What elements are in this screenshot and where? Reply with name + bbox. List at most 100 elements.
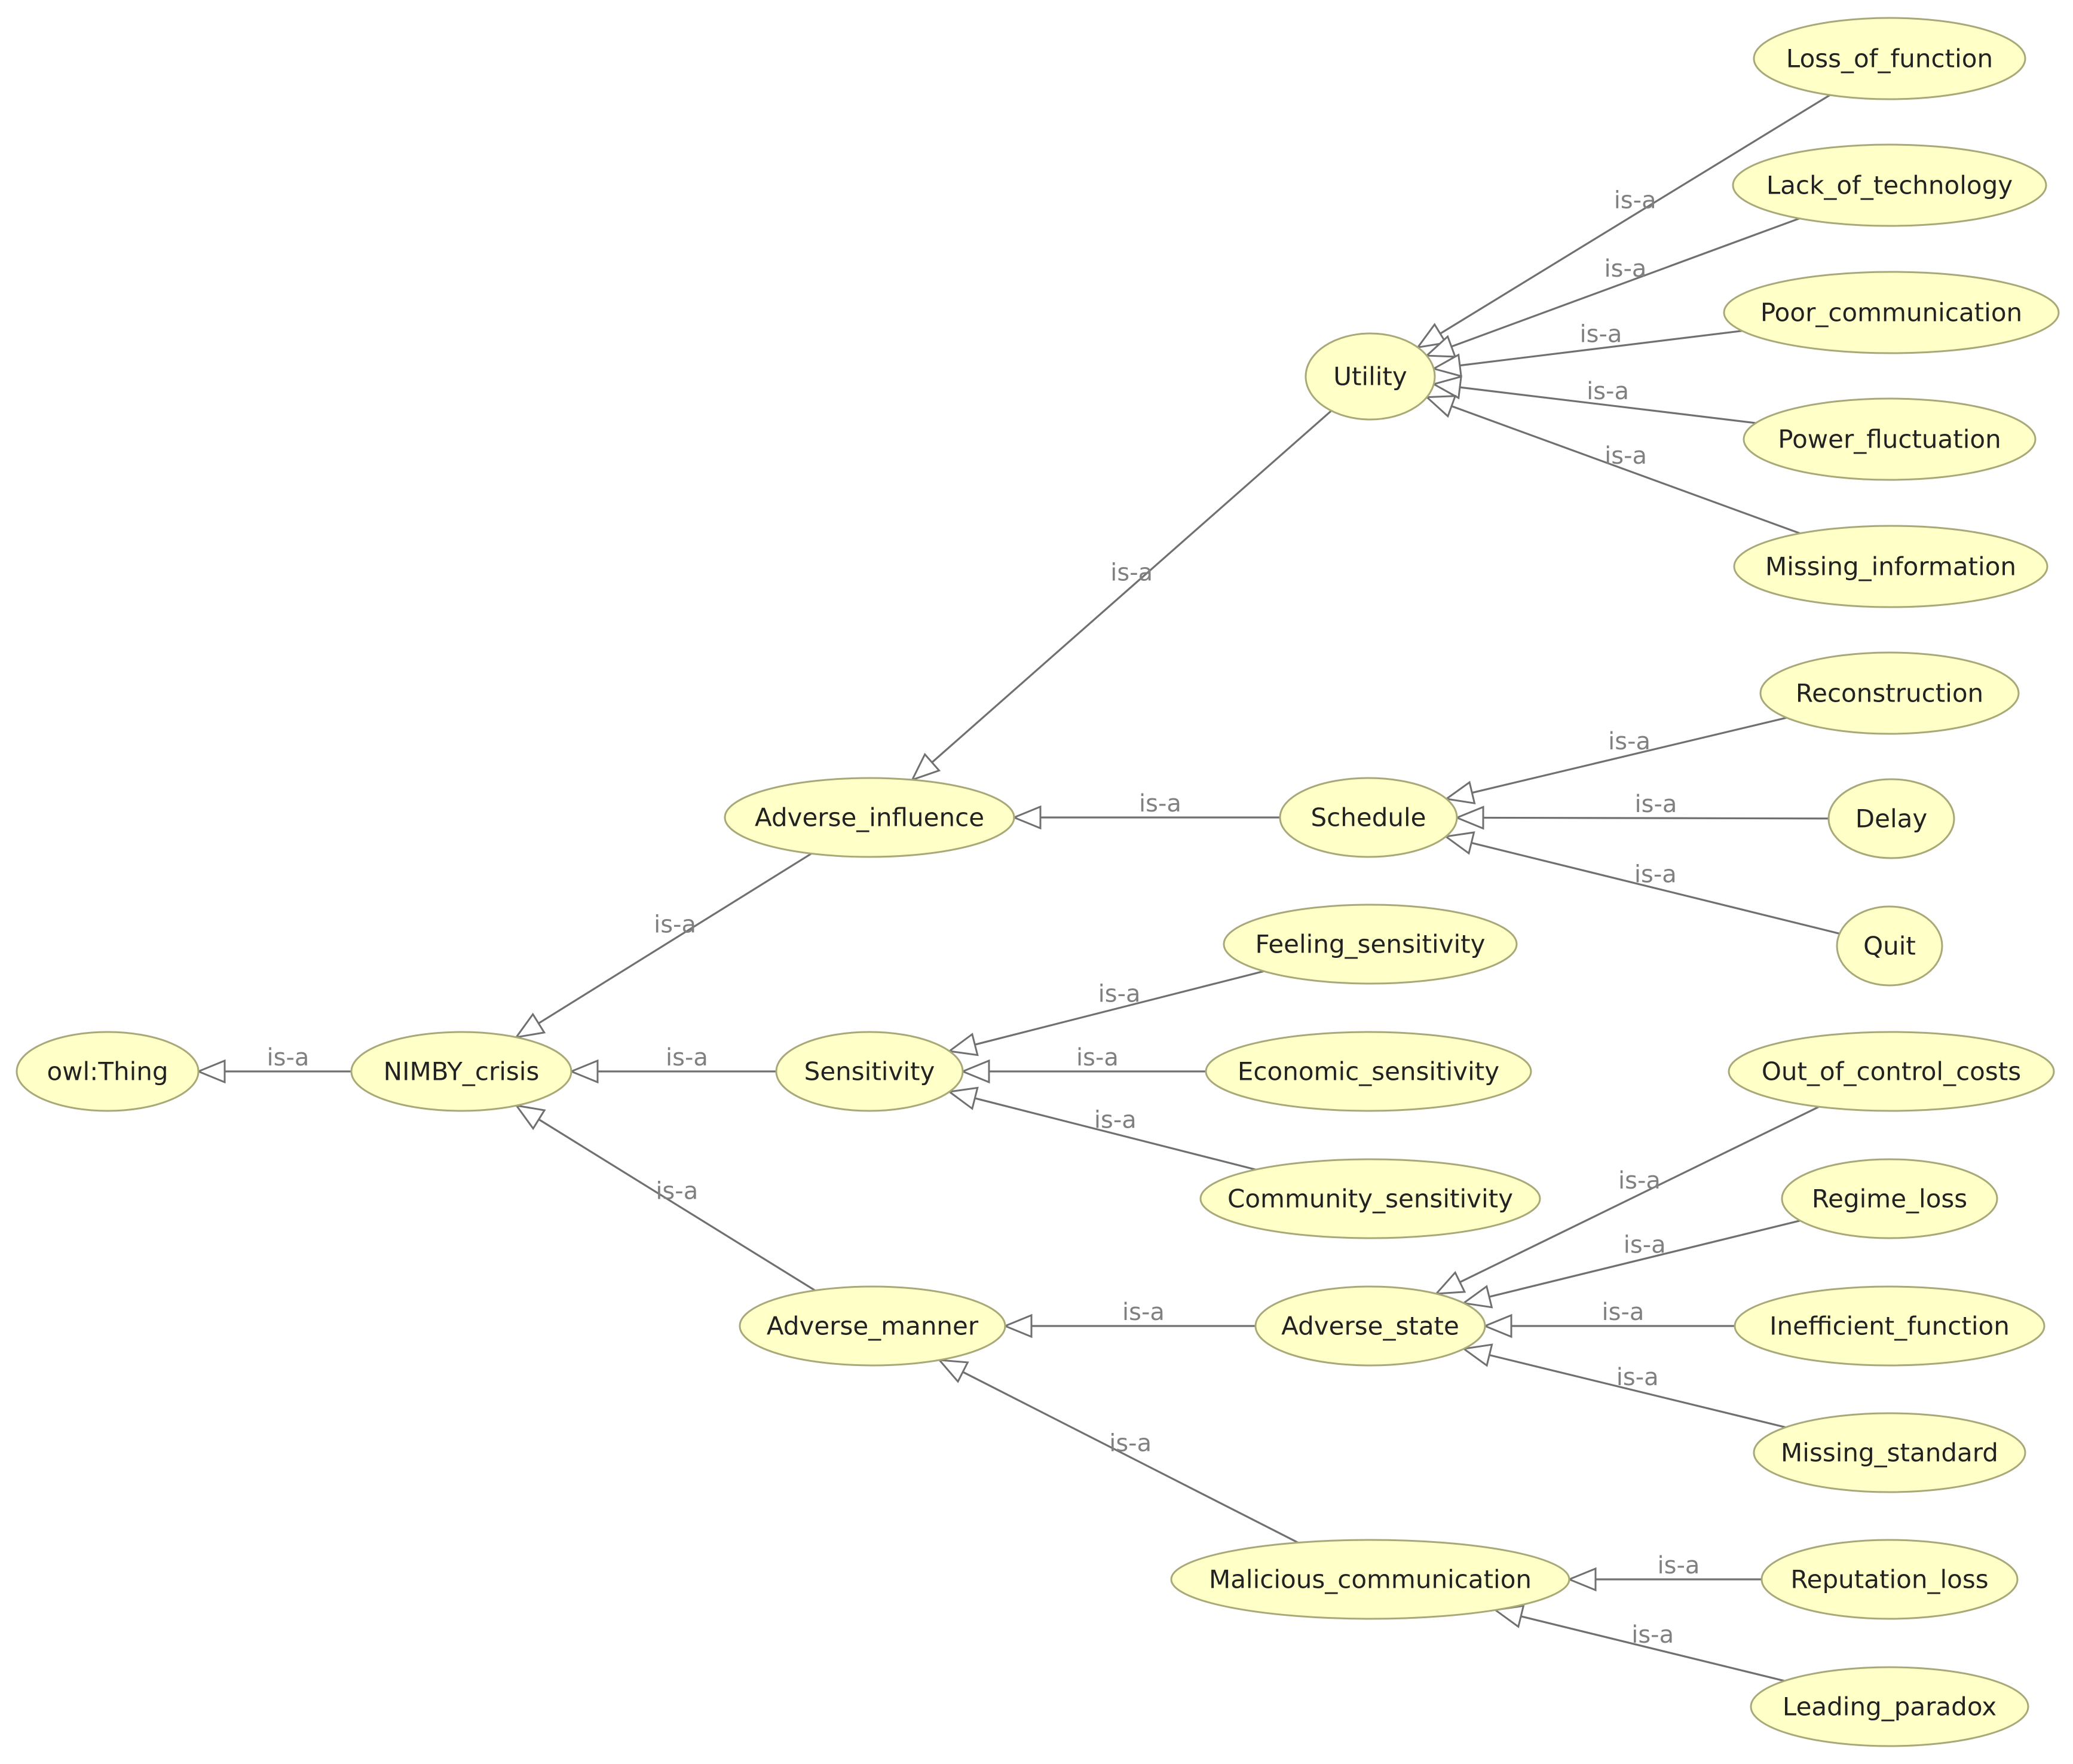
edge-label: is-a	[267, 1044, 310, 1071]
edge-line	[1489, 1220, 1801, 1298]
node-delay[interactable]: Delay	[1827, 778, 1955, 859]
node-label: Adverse_influence	[755, 803, 984, 832]
node-community-sensitivity[interactable]: Community_sensitivity	[1199, 1158, 1541, 1239]
node-label: Lack_of_technology	[1766, 171, 2013, 200]
node-ellipse[interactable]	[1759, 651, 2020, 735]
node-label: Economic_sensitivity	[1238, 1057, 1499, 1086]
node-label: Leading_paradox	[1783, 1692, 1997, 1722]
node-ellipse[interactable]	[1734, 1285, 2046, 1367]
edge-lack-of-technology-to-utility: is-a	[1424, 218, 1800, 358]
node-leading-paradox[interactable]: Leading_paradox	[1750, 1666, 2029, 1747]
node-reputation-loss[interactable]: Reputation_loss	[1760, 1539, 2019, 1620]
node-missing-standard[interactable]: Missing_standard	[1753, 1412, 2026, 1493]
node-ellipse[interactable]	[1743, 397, 2037, 481]
node-ellipse[interactable]	[1760, 1539, 2019, 1620]
edge-line	[1459, 330, 1743, 367]
node-owl-thing[interactable]: owl:Thing	[16, 1031, 200, 1112]
node-ellipse[interactable]	[1205, 1031, 1532, 1112]
node-regime-loss[interactable]: Regime_loss	[1781, 1158, 1998, 1239]
edge-line	[974, 1097, 1256, 1171]
node-adverse-influence[interactable]: Adverse_influence	[724, 777, 1015, 858]
edge-line	[962, 1371, 1299, 1544]
node-ellipse[interactable]	[1781, 1158, 1998, 1239]
node-sensitivity[interactable]: Sensitivity	[775, 1031, 964, 1112]
edge-regime-loss-to-adverse-state: is-a	[1461, 1220, 1801, 1309]
edge-feeling-sensitivity-to-sensitivity: is-a	[947, 970, 1264, 1056]
edge-out-of-control-costs-to-adverse-state: is-a	[1434, 1105, 1820, 1295]
node-ellipse[interactable]	[1305, 332, 1436, 421]
node-poor-communication[interactable]: Poor_communication	[1723, 271, 2060, 354]
node-label: Sensitivity	[804, 1057, 935, 1086]
edge-arrowhead	[1431, 353, 1462, 378]
node-label: Regime_loss	[1812, 1184, 1967, 1214]
node-ellipse[interactable]	[1199, 1158, 1541, 1239]
node-label: Reputation_loss	[1790, 1565, 1988, 1594]
node-inefficient-function[interactable]: Inefficient_function	[1734, 1285, 2046, 1367]
edge-delay-to-schedule: is-a	[1455, 791, 1829, 830]
node-label: Feeling_sensitivity	[1255, 930, 1485, 959]
node-ellipse[interactable]	[16, 1031, 200, 1112]
node-label: Inefficient_function	[1769, 1312, 2010, 1341]
node-utility[interactable]: Utility	[1305, 332, 1436, 421]
node-malicious-communication[interactable]: Malicious_communication	[1170, 1539, 1570, 1620]
node-ellipse[interactable]	[775, 1031, 964, 1112]
node-ellipse[interactable]	[1279, 777, 1458, 858]
edge-missing-standard-to-adverse-state: is-a	[1461, 1343, 1786, 1429]
node-lack-of-technology[interactable]: Lack_of_technology	[1732, 143, 2047, 227]
nodes-layer: owl:Thing NIMBY_crisis Adverse_influenceSe…	[16, 17, 2060, 1747]
node-loss-of-function[interactable]: Loss_of_function	[1753, 17, 2026, 100]
edge-label: is-a	[1587, 378, 1629, 405]
edge-leading-paradox-to-malicious-communication: is-a	[1493, 1604, 1785, 1682]
node-ellipse[interactable]	[739, 1285, 1006, 1367]
edge-line	[1459, 386, 1756, 424]
node-ellipse[interactable]	[1836, 905, 1943, 987]
edge-label: is-a	[1110, 559, 1153, 587]
node-ellipse[interactable]	[1827, 778, 1955, 859]
node-ellipse[interactable]	[1732, 143, 2047, 227]
node-adverse-state[interactable]: Adverse_state	[1254, 1285, 1486, 1367]
node-label: Missing_standard	[1781, 1438, 1998, 1468]
node-label: NIMBY_crisis	[384, 1057, 540, 1086]
edge-arrowhead	[1443, 831, 1475, 855]
edge-arrowhead	[1425, 395, 1457, 418]
node-ellipse[interactable]	[1254, 1285, 1486, 1367]
node-adverse-manner[interactable]: Adverse_manner	[739, 1285, 1006, 1367]
node-ellipse[interactable]	[1753, 1412, 2026, 1493]
node-economic-sensitivity[interactable]: Economic_sensitivity	[1205, 1031, 1532, 1112]
node-feeling-sensitivity[interactable]: Feeling_sensitivity	[1223, 904, 1518, 985]
node-nimby-crisis[interactable]: NIMBY_crisis	[350, 1031, 572, 1112]
edge-line	[538, 1118, 816, 1291]
edge-poor-communication-to-utility: is-a	[1431, 321, 1743, 378]
node-ellipse[interactable]	[1733, 525, 2048, 608]
node-label: Schedule	[1311, 803, 1426, 832]
node-ellipse[interactable]	[1750, 1666, 2029, 1747]
edge-reconstruction-to-schedule: is-a	[1444, 716, 1787, 804]
node-label: Adverse_manner	[767, 1312, 979, 1341]
edge-line	[1471, 716, 1787, 794]
edge-label: is-a	[1616, 1364, 1659, 1391]
node-missing-information[interactable]: Missing_information	[1733, 525, 2048, 608]
edge-line	[1520, 1615, 1785, 1682]
edge-inefficient-function-to-adverse-state: is-a	[1483, 1298, 1735, 1339]
edge-label: is-a	[1608, 728, 1651, 755]
edge-label: is-a	[1602, 1298, 1645, 1326]
edge-arrowhead	[910, 752, 941, 782]
node-ellipse[interactable]	[1753, 17, 2026, 100]
edge-sensitivity-to-nimby-crisis: is-a	[569, 1044, 776, 1084]
node-label: owl:Thing	[47, 1057, 168, 1086]
edge-missing-information-to-utility: is-a	[1425, 395, 1801, 535]
node-reconstruction[interactable]: Reconstruction	[1759, 651, 2020, 735]
node-quit[interactable]: Quit	[1836, 905, 1943, 987]
node-ellipse[interactable]	[724, 777, 1015, 858]
node-ellipse[interactable]	[1170, 1539, 1570, 1620]
node-ellipse[interactable]	[350, 1031, 572, 1112]
node-power-fluctuation[interactable]: Power_fluctuation	[1743, 397, 2037, 481]
node-ellipse[interactable]	[1728, 1031, 2055, 1112]
node-label: Adverse_state	[1281, 1312, 1459, 1341]
node-label: Utility	[1333, 362, 1407, 391]
node-ellipse[interactable]	[1723, 271, 2060, 354]
node-out-of-control-costs[interactable]: Out_of_control_costs	[1728, 1031, 2055, 1112]
node-schedule[interactable]: Schedule	[1279, 777, 1458, 858]
node-ellipse[interactable]	[1223, 904, 1518, 985]
